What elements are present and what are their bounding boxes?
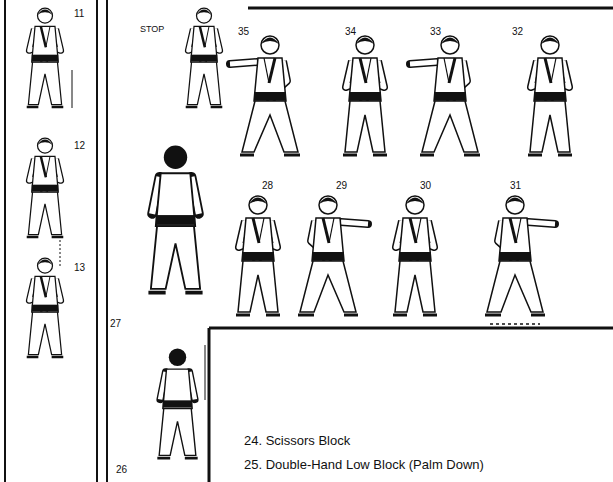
stop-label: STOP <box>140 24 164 34</box>
callout-number: 32 <box>512 26 523 38</box>
callout-number: 27 <box>110 318 121 330</box>
move-name: 24. Scissors Block <box>244 434 350 449</box>
callout-number: 31 <box>510 180 521 192</box>
callout-number: 11 <box>74 8 84 20</box>
callout-number: 28 <box>262 180 273 192</box>
callout-number: 30 <box>420 180 431 192</box>
callout-number: 12 <box>74 140 85 152</box>
callout-number: 33 <box>430 26 441 38</box>
callout-number: 34 <box>345 26 356 38</box>
callout-number: 29 <box>336 180 347 192</box>
move-name: 25. Double-Hand Low Block (Palm Down) <box>244 458 484 473</box>
callout-number: 26 <box>116 464 127 476</box>
callout-number: 35 <box>238 26 249 38</box>
callout-number: 13 <box>74 262 85 274</box>
